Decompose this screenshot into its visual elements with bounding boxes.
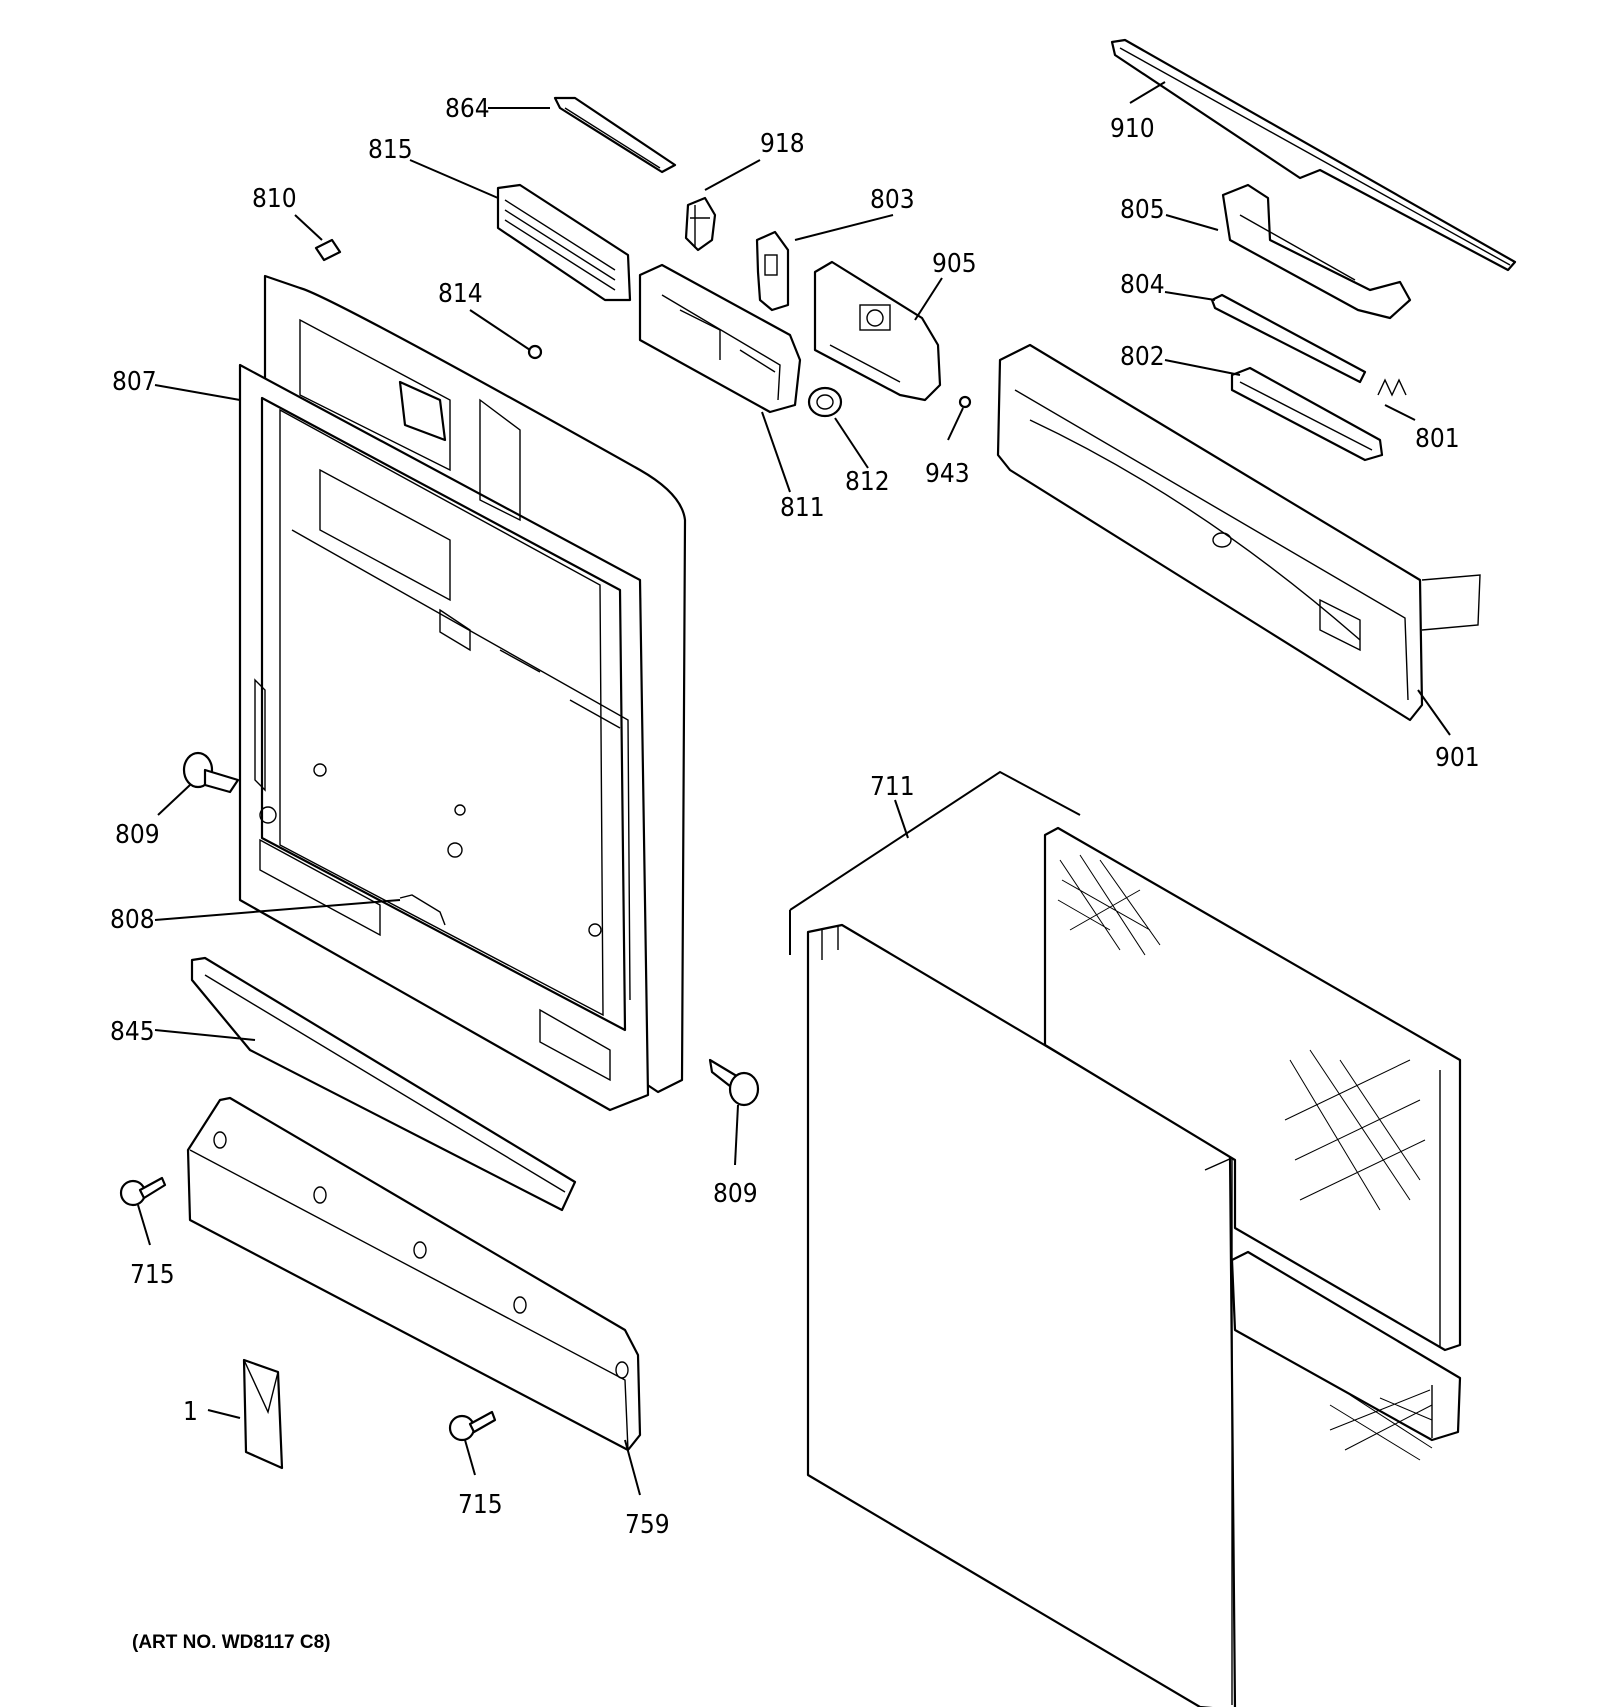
part-labels: 864 918 815 810 803 905 814 807 811 812 … [110, 94, 1480, 1540]
label-814: 814 [438, 279, 483, 309]
screw-814 [527, 344, 543, 360]
bracket-805 [1221, 183, 1412, 320]
label-905: 905 [932, 249, 977, 279]
label-804: 804 [1120, 270, 1165, 300]
screw-715-left [119, 1176, 167, 1207]
vent-cover-864 [553, 96, 677, 174]
label-812: 812 [845, 467, 890, 497]
label-711: 711 [870, 772, 915, 802]
label-809-right: 809 [713, 1179, 758, 1209]
dispenser-918 [684, 196, 717, 252]
label-803: 803 [870, 185, 915, 215]
screw-810 [314, 238, 342, 262]
label-811: 811 [780, 493, 825, 523]
label-802: 802 [1120, 342, 1165, 372]
label-759: 759 [625, 1510, 670, 1540]
rod-804 [1210, 293, 1367, 384]
screw-809-left [182, 751, 240, 794]
label-805: 805 [1120, 195, 1165, 225]
switch-803 [755, 230, 790, 312]
panel-texture [1057, 854, 1433, 1461]
label-808: 808 [110, 905, 155, 935]
screw-715-bottom [448, 1410, 497, 1442]
spring-801 [1377, 378, 1407, 397]
inner-door-panel [238, 274, 687, 1112]
label-715-left: 715 [130, 1260, 175, 1290]
knob-812 [807, 386, 843, 418]
label-801: 801 [1415, 424, 1460, 454]
rail-910 [1110, 38, 1517, 272]
leader-lines [137, 81, 1451, 1496]
label-715-bottom: 715 [458, 1490, 503, 1520]
screw-809-right [708, 1058, 760, 1107]
toe-kick-759 [186, 1096, 642, 1452]
label-845: 845 [110, 1017, 155, 1047]
label-1: 1 [183, 1397, 198, 1427]
insert-panel-lower [1230, 1250, 1462, 1442]
label-910: 910 [1110, 114, 1155, 144]
vent-grille-815 [496, 183, 632, 302]
control-board-905 [813, 260, 942, 402]
control-housing-811 [638, 263, 802, 414]
door-clip-808 [399, 894, 446, 926]
label-901: 901 [1435, 743, 1480, 773]
screw-943 [958, 395, 972, 409]
label-815: 815 [368, 135, 413, 165]
label-943: 943 [925, 459, 970, 489]
trim-strip-845 [190, 956, 577, 1212]
hinge-802 [1230, 366, 1384, 462]
label-807: 807 [112, 367, 157, 397]
insert-panel-upper [1043, 826, 1462, 1352]
control-panel-901 [996, 343, 1481, 722]
label-864: 864 [445, 94, 490, 124]
art-number: (ART NO. WD8117 C8) [132, 1632, 330, 1653]
label-809-left: 809 [115, 820, 160, 850]
label-card-1 [242, 1358, 284, 1470]
label-810: 810 [252, 184, 297, 214]
label-918: 918 [760, 129, 805, 159]
